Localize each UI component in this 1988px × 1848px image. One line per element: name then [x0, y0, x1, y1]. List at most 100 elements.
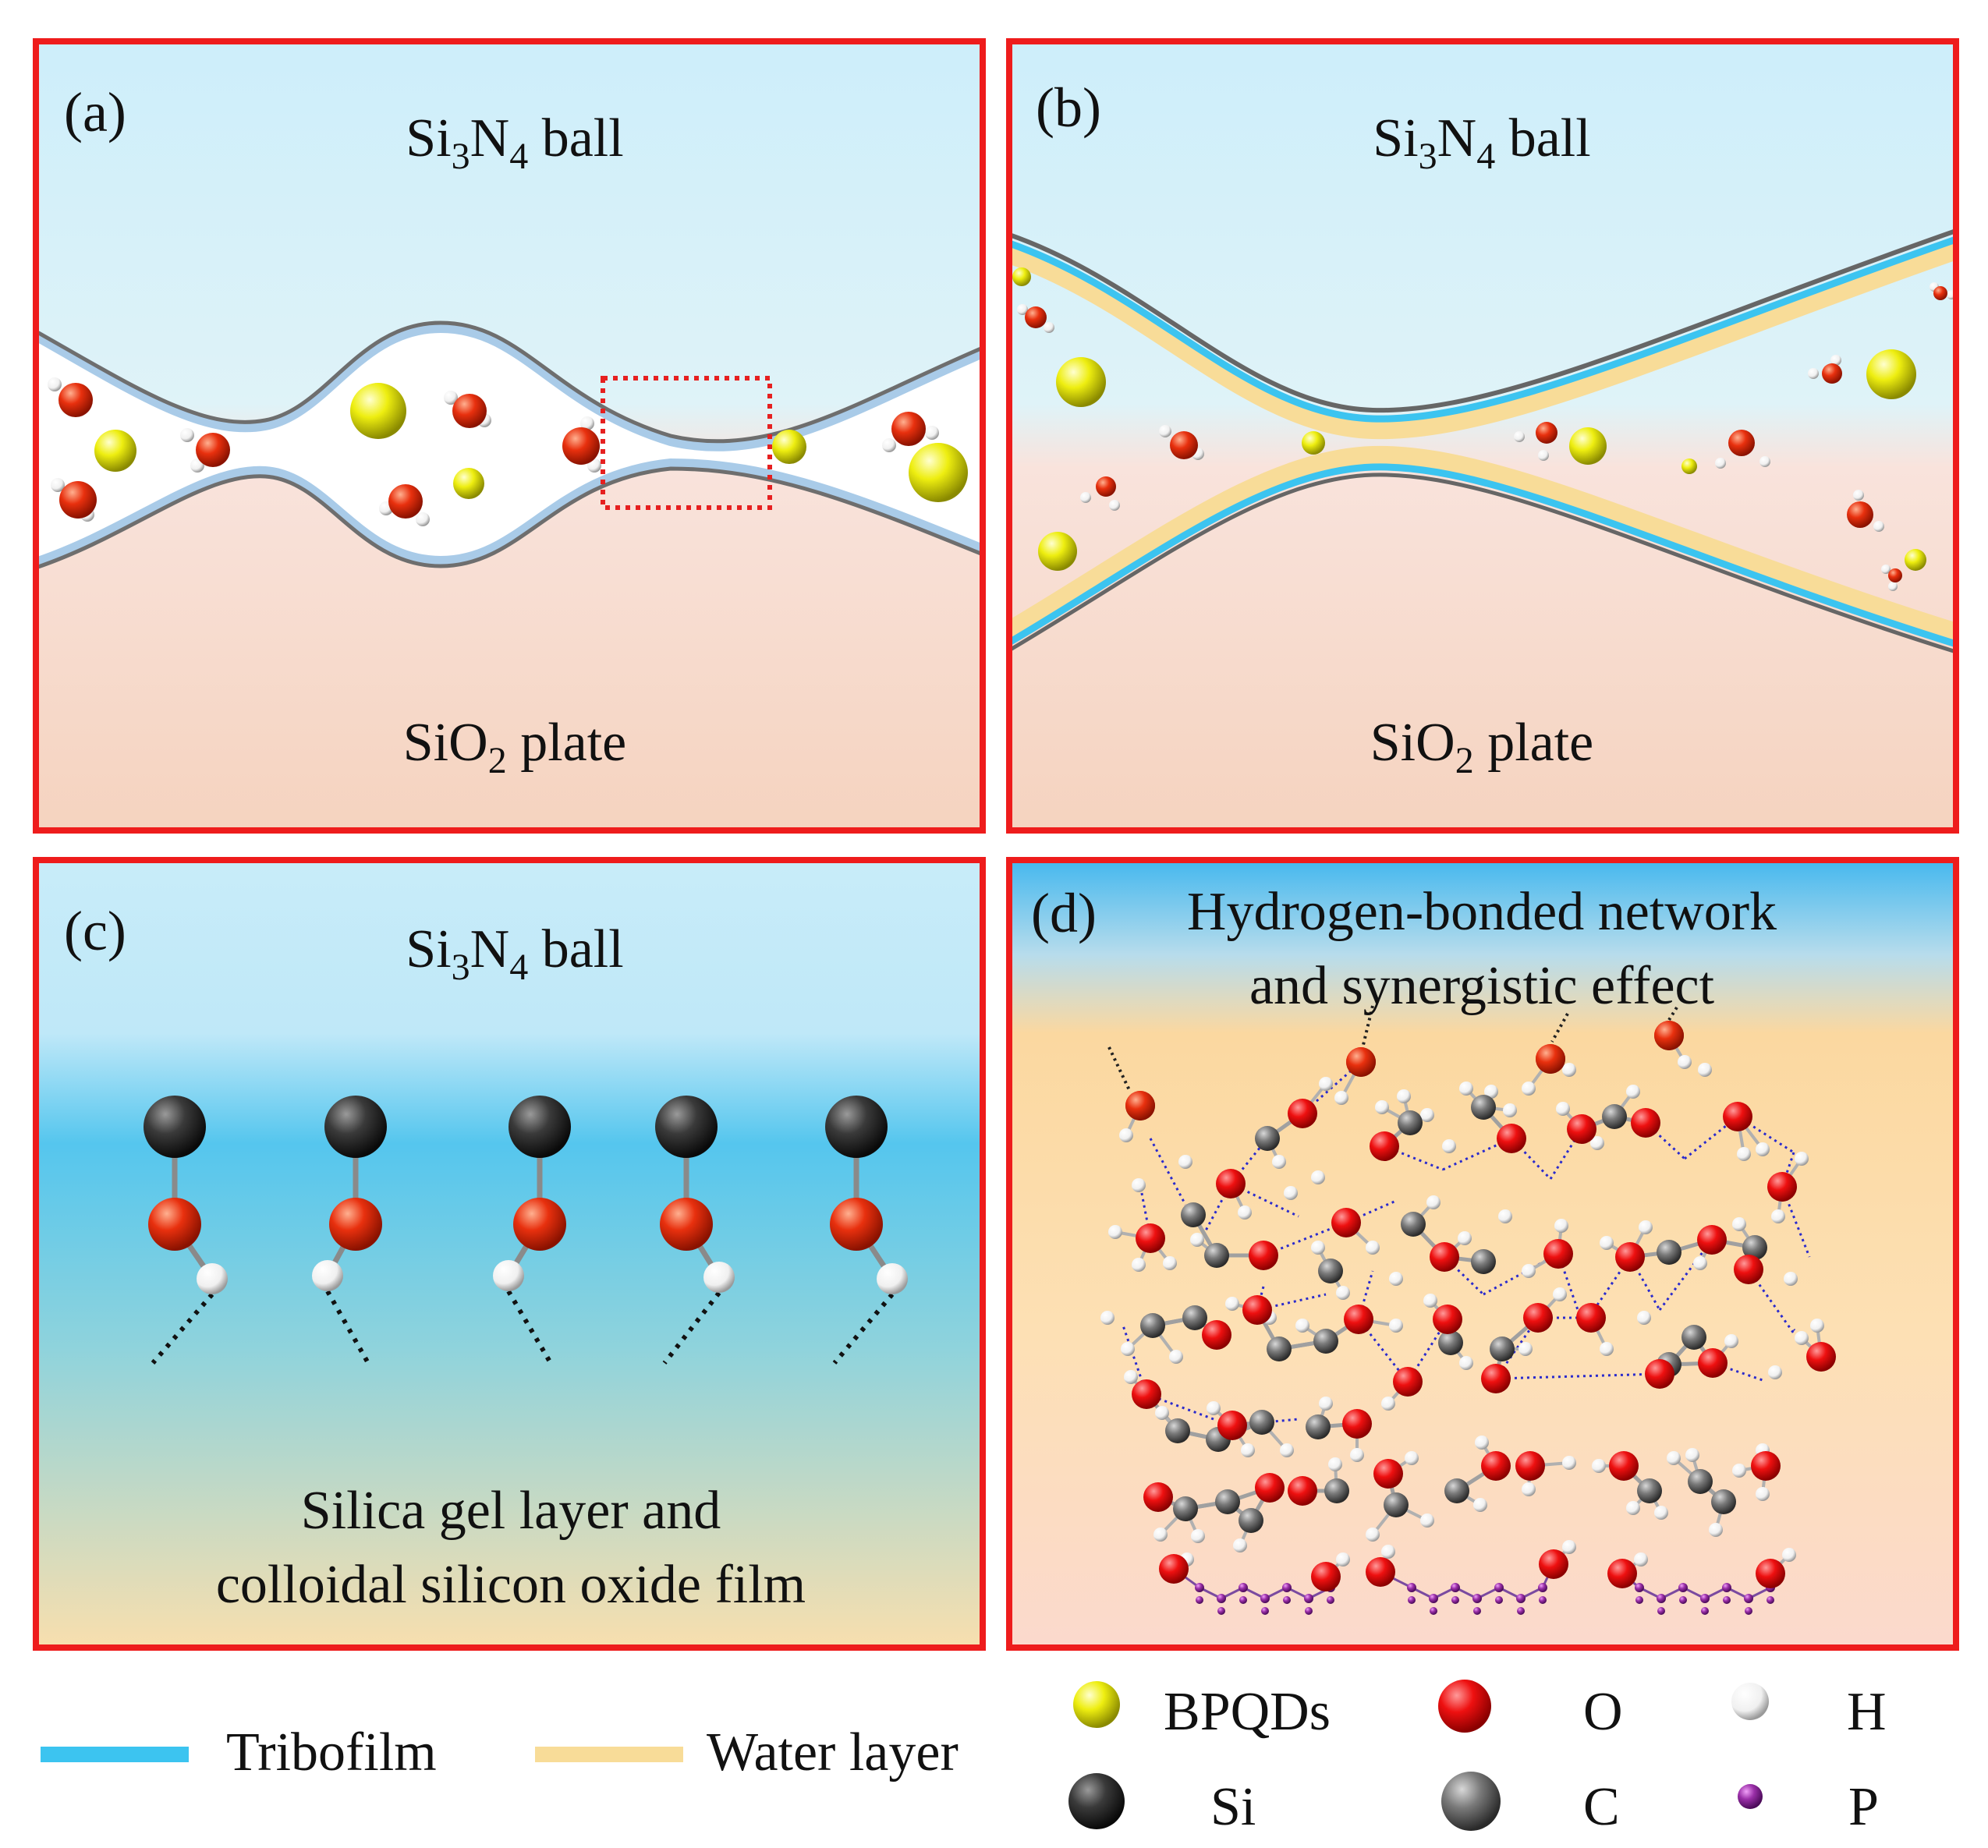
hydrogen-bond [1107, 1046, 1131, 1091]
hydrogen-atom [1190, 1233, 1204, 1247]
panel-c: (c) Si3N4 ball Silica gel layer and coll… [33, 857, 986, 1651]
phosphorus-atom [1473, 1607, 1481, 1615]
legend-oxygen-icon [1438, 1680, 1491, 1733]
phosphorus-atom [1722, 1583, 1731, 1592]
phosphorus-atom [1305, 1607, 1313, 1615]
bpqd-particle [1038, 532, 1077, 571]
silanol-group [655, 1096, 735, 1365]
hydrogen-atom [1768, 1365, 1782, 1379]
carbon-atom [1398, 1110, 1423, 1135]
panel-d-title-line1: Hydrogen-bonded network [1187, 882, 1777, 942]
hydrogen-atom [1366, 1528, 1380, 1542]
legend-silicon-icon [1068, 1773, 1125, 1829]
hydrogen-atom [1284, 1186, 1298, 1200]
silanol-group [493, 1096, 571, 1365]
carbon-atom [1165, 1418, 1190, 1443]
oxygen-atom [1393, 1367, 1423, 1397]
legend-h-label: H [1847, 1682, 1887, 1742]
legend-bpqds-label: BPQDs [1164, 1682, 1331, 1742]
oxygen-atom [1373, 1459, 1403, 1489]
carbon-atom [1742, 1235, 1767, 1260]
hydrogen-atom [1336, 1552, 1350, 1567]
hydrogen-bond [662, 1291, 721, 1365]
oxygen-atom [1481, 1451, 1511, 1481]
oxygen-atom [1249, 1241, 1278, 1270]
oxygen-atom [1497, 1124, 1526, 1153]
phosphorus-atom [1678, 1583, 1688, 1592]
hydrogen-bond [1263, 1221, 1347, 1257]
phosphorus-atom [1679, 1596, 1687, 1604]
oxygen-atom [1370, 1131, 1399, 1161]
panel-d: (d) Hydrogen-bonded network and synergis… [1006, 857, 1959, 1651]
panel-d-letter: (d) [1031, 882, 1097, 944]
hydrogen-atom [1153, 1528, 1168, 1542]
hydrogen-atom [1556, 1102, 1570, 1116]
water-molecule [1808, 355, 1842, 384]
hydrogen-atom [1375, 1100, 1389, 1114]
silicon-atom [144, 1096, 206, 1158]
phosphorus-atom [1538, 1583, 1547, 1592]
hydrogen-atom [1634, 1552, 1648, 1567]
phosphorus-atom [1516, 1594, 1526, 1603]
phosphorus-atom [1239, 1583, 1248, 1592]
legend-p-label: P [1848, 1777, 1879, 1837]
phosphorus-atom [1744, 1594, 1753, 1603]
hydrogen-atom [1311, 1170, 1325, 1184]
carbon-atom [1255, 1126, 1280, 1151]
hydrogen-atom [1795, 1152, 1809, 1166]
hydrogen-atom [1207, 1401, 1221, 1415]
phosphorus-atom [1407, 1583, 1416, 1592]
hydrogen-atom [1475, 1436, 1489, 1450]
bpqd-particle [453, 468, 484, 499]
hydrogen-atom [1518, 1342, 1533, 1356]
phosphorus-atom [1451, 1596, 1459, 1604]
carbon-atom [1239, 1508, 1263, 1533]
silanol-group [825, 1096, 908, 1365]
phosphorus-atom [1217, 1594, 1226, 1603]
oxygen-atom [1756, 1559, 1785, 1588]
hydrogen-bond [325, 1290, 370, 1365]
hydrogen-atom [1389, 1272, 1403, 1286]
hydrogen-atom [1484, 1085, 1498, 1099]
carbon-atom [1490, 1336, 1515, 1361]
oxygen-atom [1607, 1559, 1637, 1588]
panel-d-border [1006, 857, 1959, 1651]
hydrogen-atom [1334, 1091, 1348, 1105]
hydrogen-atom [1108, 1225, 1122, 1239]
phosphorus-atom [1701, 1607, 1709, 1615]
oxygen-atom [1136, 1223, 1165, 1253]
hydrogen-atom [1771, 1209, 1785, 1223]
hydrogen-atom [1626, 1501, 1640, 1515]
ball-water-layer [1009, 239, 1956, 440]
hydrogen-bond [1345, 1199, 1397, 1224]
hydrogen-atom [1732, 1217, 1746, 1231]
hydrogen-atom [1522, 1264, 1536, 1278]
water-molecule [1080, 476, 1120, 511]
bpqd-particle [350, 383, 406, 439]
hydrogen-atom [1280, 1443, 1294, 1457]
oxygen-atom [830, 1198, 883, 1251]
hydrogen-atom [1737, 1147, 1751, 1161]
hydrogen-atom [1458, 1231, 1472, 1245]
carbon-atom [1215, 1489, 1240, 1514]
panel-a-ball-label: Si3N4 ball [406, 108, 623, 177]
oxygen-atom [1751, 1451, 1781, 1481]
silicon-atom [655, 1096, 718, 1158]
panel-c-border [33, 857, 986, 1651]
plate-tribofilm [1009, 463, 1956, 648]
phosphorus-atom [1282, 1583, 1292, 1592]
hydrogen-atom [1132, 1178, 1146, 1192]
hydrogen-atom [1119, 1128, 1133, 1142]
hydrogen-atom [1328, 1457, 1342, 1471]
water-molecule [180, 428, 230, 473]
oxygen-atom [1723, 1102, 1752, 1131]
carbon-atom [1384, 1492, 1409, 1517]
water-molecule [562, 416, 601, 473]
oxygen-atom [1543, 1239, 1573, 1269]
water-molecule [444, 391, 491, 428]
bpqd-particle [1866, 349, 1916, 399]
hydrogen-atom [1423, 1294, 1437, 1308]
panel-c-caption-line2: colloidal silicon oxide film [216, 1555, 806, 1615]
hydrogen-atom [1600, 1236, 1614, 1250]
